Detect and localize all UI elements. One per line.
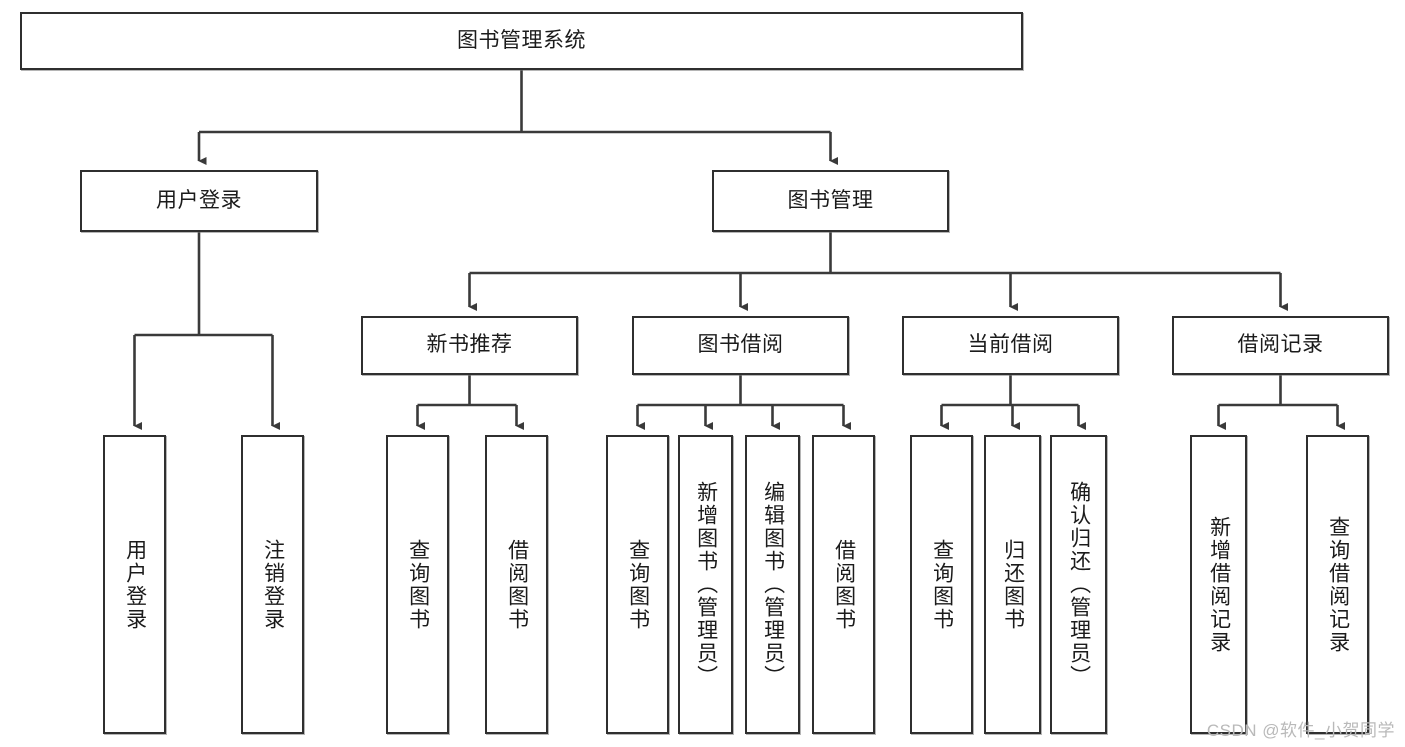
node-label-leaf-query-book-borrow: 查询图书 xyxy=(626,538,650,631)
node-label-user-login: 用户登录 xyxy=(156,188,242,212)
node-label-leaf-add-book: 新增图书（管理员） xyxy=(694,481,718,688)
node-label-root: 图书管理系统 xyxy=(457,28,586,52)
node-user-login[interactable]: 用户登录 xyxy=(80,170,318,232)
node-leaf-user-login[interactable]: 用户登录 xyxy=(103,435,166,734)
node-label-leaf-edit-book: 编辑图书（管理员） xyxy=(761,481,785,688)
node-label-leaf-query-book-current: 查询图书 xyxy=(930,538,954,631)
node-book-borrow[interactable]: 图书借阅 xyxy=(632,316,849,375)
node-label-borrow-record: 借阅记录 xyxy=(1237,333,1324,357)
node-leaf-query-book-current[interactable]: 查询图书 xyxy=(910,435,973,734)
node-leaf-borrow-book[interactable]: 借阅图书 xyxy=(812,435,875,734)
node-label-leaf-query-record: 查询借阅记录 xyxy=(1326,515,1350,654)
node-label-book-borrow: 图书借阅 xyxy=(697,333,784,357)
node-leaf-query-record[interactable]: 查询借阅记录 xyxy=(1306,435,1369,734)
node-root[interactable]: 图书管理系统 xyxy=(20,12,1023,70)
node-leaf-add-record[interactable]: 新增借阅记录 xyxy=(1190,435,1247,734)
node-label-leaf-user-logout: 注销登录 xyxy=(261,538,285,631)
node-leaf-add-book[interactable]: 新增图书（管理员） xyxy=(678,435,733,734)
node-leaf-edit-book[interactable]: 编辑图书（管理员） xyxy=(745,435,800,734)
node-label-leaf-add-record: 新增借阅记录 xyxy=(1207,515,1231,654)
node-leaf-return-book[interactable]: 归还图书 xyxy=(984,435,1041,734)
node-leaf-borrow-book-rec[interactable]: 借阅图书 xyxy=(485,435,548,734)
node-current-borrow[interactable]: 当前借阅 xyxy=(902,316,1119,375)
node-label-leaf-query-book-rec: 查询图书 xyxy=(406,538,430,631)
node-label-leaf-borrow-book: 借阅图书 xyxy=(832,538,856,631)
node-leaf-query-book-borrow[interactable]: 查询图书 xyxy=(606,435,669,734)
node-borrow-record[interactable]: 借阅记录 xyxy=(1172,316,1389,375)
watermark-text: CSDN @软件_小贺同学 xyxy=(1206,721,1395,740)
node-label-current-borrow: 当前借阅 xyxy=(967,333,1054,357)
node-leaf-confirm-return[interactable]: 确认归还（管理员） xyxy=(1050,435,1107,734)
node-label-leaf-user-login: 用户登录 xyxy=(123,538,147,631)
node-label-leaf-return-book: 归还图书 xyxy=(1001,538,1025,631)
node-label-new-book-rec: 新书推荐 xyxy=(426,333,513,357)
node-label-leaf-confirm-return: 确认归还（管理员） xyxy=(1067,481,1091,688)
node-new-book-rec[interactable]: 新书推荐 xyxy=(361,316,578,375)
node-label-leaf-borrow-book-rec: 借阅图书 xyxy=(505,538,529,631)
node-leaf-user-logout[interactable]: 注销登录 xyxy=(241,435,304,734)
node-label-book-manage: 图书管理 xyxy=(787,188,874,212)
node-leaf-query-book-rec[interactable]: 查询图书 xyxy=(386,435,449,734)
node-book-manage[interactable]: 图书管理 xyxy=(712,170,949,232)
